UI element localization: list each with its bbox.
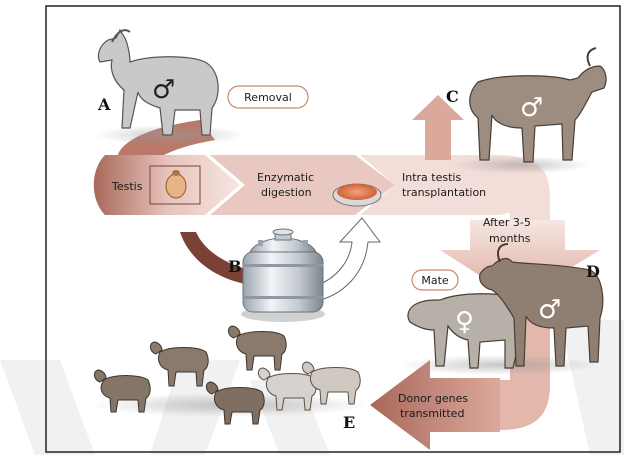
label-e: E	[343, 413, 355, 432]
donor-goat-a: ♂	[95, 30, 245, 145]
female-symbol: ♀	[455, 307, 474, 337]
enzymatic-label-2: digestion	[261, 186, 312, 199]
donor-label-2: transmitted	[400, 407, 464, 420]
label-c: C	[446, 87, 459, 106]
donor-label-1: Donor genes	[398, 392, 468, 405]
label-b: B	[228, 257, 242, 276]
after-label-1: After 3-5	[483, 216, 531, 229]
removal-pill: Removal	[228, 86, 308, 108]
removal-label: Removal	[244, 91, 292, 104]
testis-label: Testis	[111, 180, 143, 193]
intra-label-1: Intra testis	[402, 171, 461, 184]
mate-label: Mate	[421, 274, 449, 287]
intra-label-2: transplantation	[402, 186, 486, 199]
male-symbol-d: ♂	[538, 295, 561, 325]
cryo-tank-icon	[241, 229, 325, 322]
male-symbol-c: ♂	[520, 93, 543, 123]
after-label-2: months	[489, 232, 531, 245]
male-symbol: ♂	[152, 75, 175, 105]
label-a: A	[97, 95, 111, 114]
label-d: D	[586, 262, 600, 281]
mate-pill: Mate	[412, 270, 458, 290]
enzymatic-label-1: Enzymatic	[257, 171, 314, 184]
petri-dish-icon	[333, 184, 381, 206]
